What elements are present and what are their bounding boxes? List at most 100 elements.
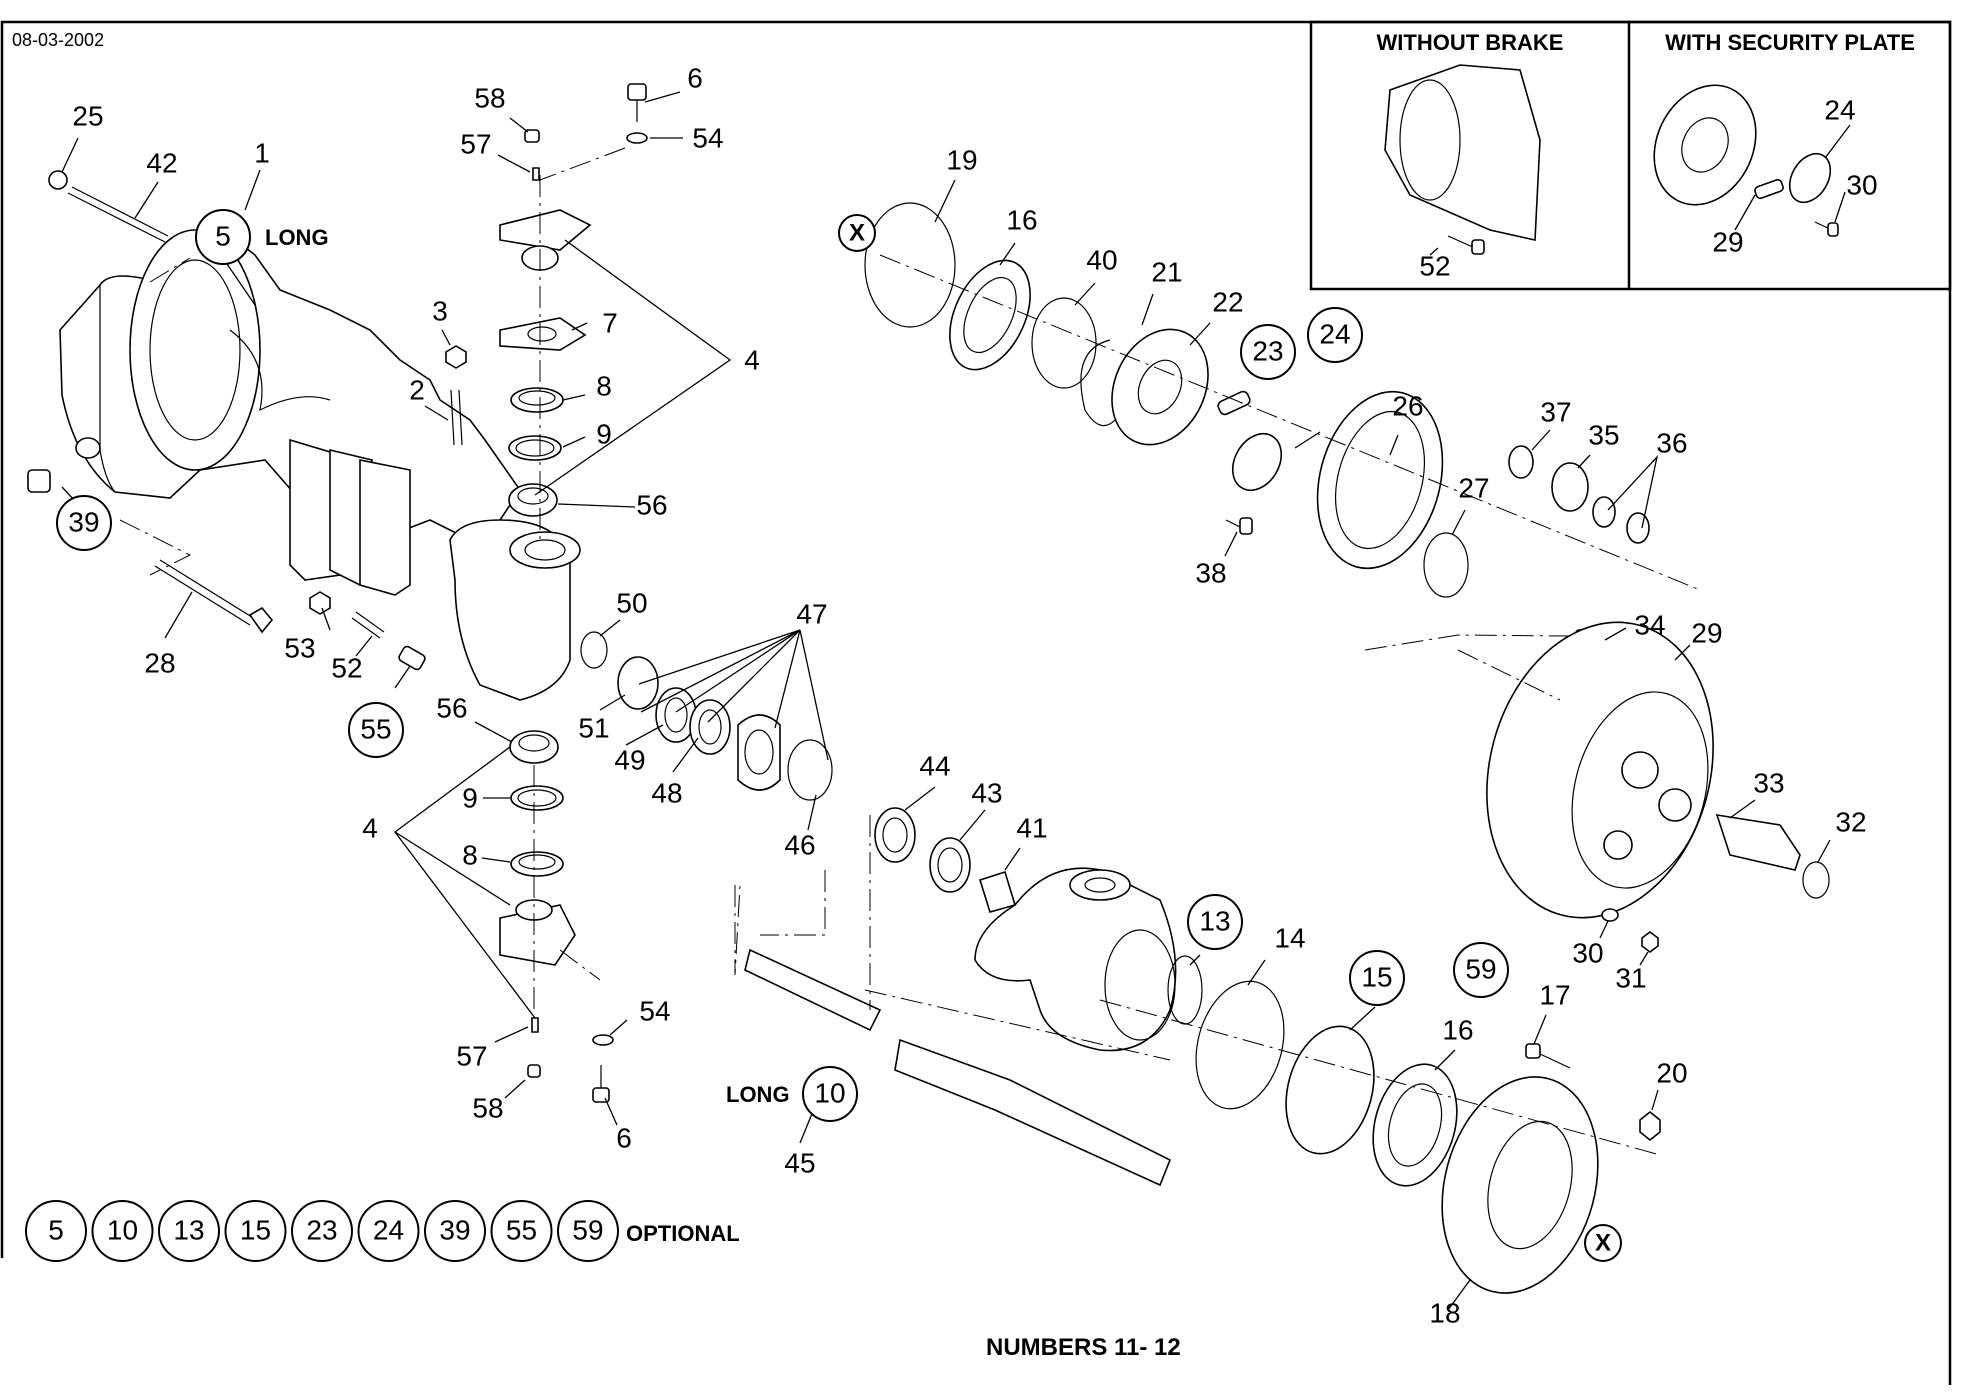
callout-50: 50: [616, 587, 647, 618]
callout-55: 55: [360, 713, 391, 744]
callout-51: 51: [578, 712, 609, 743]
callout-44: 44: [919, 750, 950, 781]
callout-3: 3: [432, 295, 448, 326]
inset-callout-24: 24: [1824, 94, 1855, 125]
callout-6-lower: 6: [616, 1122, 632, 1153]
optional-circle-24: [357, 1200, 420, 1262]
print-date: 08-03-2002: [12, 30, 104, 50]
callout-27: 27: [1458, 472, 1489, 503]
callout-32: 32: [1835, 806, 1866, 837]
callout-9-lower: 9: [462, 782, 478, 813]
callout-34: 34: [1634, 609, 1665, 640]
callout-35: 35: [1588, 419, 1619, 450]
center-lines: [119, 147, 1701, 1156]
optional-circle-10: [91, 1200, 154, 1262]
x-marker-bottom: X: [1584, 1224, 1622, 1262]
callout-20: 20: [1656, 1057, 1687, 1088]
callout-28: 28: [144, 647, 175, 678]
callout-21: 21: [1151, 256, 1182, 287]
long-label-top: LONG: [265, 225, 329, 250]
callout-57-lower: 57: [456, 1040, 487, 1071]
callout-29: 29: [1691, 617, 1722, 648]
part-glyphs: [27, 64, 1839, 1294]
optional-number-59: 59: [572, 1214, 603, 1245]
optional-label: OPTIONAL: [626, 1221, 740, 1246]
callout-39: 39: [68, 506, 99, 537]
optional-number-55: 55: [506, 1214, 537, 1245]
callout-23: 23: [1252, 335, 1283, 366]
callout-4-lower: 4: [362, 812, 378, 843]
callout-53: 53: [284, 632, 315, 663]
callout-37: 37: [1540, 396, 1571, 427]
callout-54-top: 54: [692, 122, 723, 153]
leader-lines: [61, 91, 1851, 1311]
optional-circle-39: [424, 1200, 486, 1262]
callout-49: 49: [614, 744, 645, 775]
callout-22: 22: [1212, 286, 1243, 317]
inset-title-security-plate: WITH SECURITY PLATE: [1665, 30, 1915, 55]
callout-10: 10: [814, 1077, 845, 1108]
inset-callout-52: 52: [1419, 250, 1450, 281]
callout-6-top: 6: [687, 62, 703, 93]
callout-30: 30: [1572, 937, 1603, 968]
inset-callout-30: 30: [1846, 169, 1877, 200]
callout-43: 43: [971, 777, 1002, 808]
axle-housing: [59, 226, 581, 701]
callout-42: 42: [146, 147, 177, 178]
callout-56-top: 56: [636, 489, 667, 520]
svg-text:X: X: [849, 219, 865, 246]
optional-number-23: 23: [306, 1214, 337, 1245]
optional-circle-55: [490, 1200, 553, 1262]
callout-7: 7: [602, 307, 618, 338]
callout-1: 1: [254, 137, 270, 168]
callout-14: 14: [1274, 922, 1305, 953]
x-marker-top: X: [838, 214, 876, 252]
footer-title: NUMBERS 11- 12: [986, 1334, 1181, 1361]
callout-46: 46: [784, 829, 815, 860]
callout-2: 2: [409, 374, 425, 405]
optional-number-13: 13: [173, 1214, 204, 1245]
callout-8-lower: 8: [462, 839, 478, 870]
callout-36: 36: [1656, 427, 1687, 458]
optional-number-10: 10: [107, 1214, 138, 1245]
callout-25: 25: [72, 100, 103, 131]
callout-41: 41: [1016, 812, 1047, 843]
callout-58-lower: 58: [472, 1092, 503, 1123]
inset-frame: [1309, 20, 1952, 291]
optional-circle-23: [291, 1200, 353, 1262]
callout-31: 31: [1615, 962, 1646, 993]
callout-26: 26: [1392, 390, 1423, 421]
callout-15: 15: [1361, 961, 1392, 992]
callout-38: 38: [1195, 557, 1226, 588]
callout-24: 24: [1319, 318, 1350, 349]
callout-47: 47: [796, 598, 827, 629]
page-frame: [0, 20, 1952, 1385]
callout-57-top: 57: [460, 128, 491, 159]
long-label-bottom: LONG: [726, 1082, 790, 1107]
callout-8-top: 8: [596, 370, 612, 401]
callout-numbers: 25 42 1 28 58 6 57 54 7 3 4 8 2 9 56 53 …: [72, 62, 1877, 1328]
callout-9-top: 9: [596, 418, 612, 449]
optional-number-15: 15: [240, 1214, 271, 1245]
callout-48: 48: [651, 777, 682, 808]
callout-45: 45: [784, 1147, 815, 1178]
callout-16-top: 16: [1006, 204, 1037, 235]
callout-56-lower: 56: [436, 692, 467, 723]
callout-13: 13: [1199, 905, 1230, 936]
inset-title-without-brake: WITHOUT BRAKE: [1377, 30, 1564, 55]
callout-18: 18: [1429, 1297, 1460, 1328]
callout-54-lower: 54: [639, 995, 670, 1026]
optional-circle-13: [158, 1200, 220, 1262]
optional-circle-15: [224, 1200, 287, 1262]
callout-19: 19: [946, 144, 977, 175]
optional-number-39: 39: [439, 1214, 470, 1245]
svg-text:X: X: [1595, 1229, 1611, 1256]
callout-40: 40: [1086, 244, 1117, 275]
callout-4-top: 4: [744, 344, 760, 375]
optional-number-5: 5: [48, 1214, 64, 1245]
callout-5: 5: [215, 220, 231, 251]
callout-52: 52: [331, 652, 362, 683]
